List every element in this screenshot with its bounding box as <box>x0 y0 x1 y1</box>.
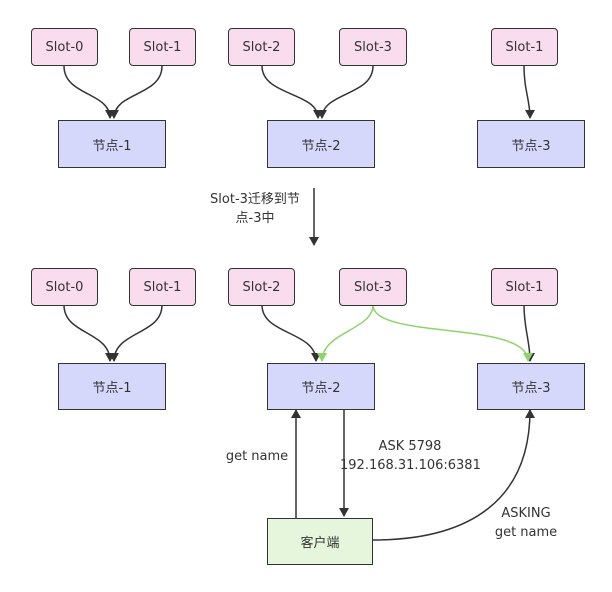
node-1-bottom: 节点-1 <box>58 363 166 410</box>
edge-top-slot2-node2 <box>261 65 323 119</box>
edge-bottom-slot2-node2 <box>261 304 321 362</box>
asking-label-line2: get name <box>494 525 558 540</box>
edge-top-slot1-node3 <box>523 65 535 119</box>
edge-green-slot3-node2 <box>317 304 374 362</box>
ask-label-line2: 192.168.31.106:6381 <box>340 458 481 473</box>
slot-2-top: Slot-2 <box>228 28 295 66</box>
node-3-top: 节点-3 <box>477 120 585 168</box>
migration-label: Slot-3迁移到节 点-3中 <box>200 190 310 228</box>
asking-label: ASKING get name <box>478 504 574 542</box>
slot-1b-bottom: Slot-1 <box>491 268 558 306</box>
edge-bottom-slot1-node1 <box>109 304 163 362</box>
client-box: 客户端 <box>267 518 373 565</box>
node-3-bottom: 节点-3 <box>477 363 585 410</box>
node-2-top: 节点-2 <box>267 120 375 168</box>
slot-3-top: Slot-3 <box>339 28 407 66</box>
node-2-bottom: 节点-2 <box>267 363 375 410</box>
edge-top-slot3-node2 <box>317 65 374 119</box>
slot-2-bottom: Slot-2 <box>228 268 295 306</box>
migration-label-line2: 点-3中 <box>235 211 275 226</box>
edge-client-to-node3 <box>372 409 535 541</box>
slot-0-bottom: Slot-0 <box>31 268 98 306</box>
migration-label-line1: Slot-3迁移到节 <box>210 192 300 207</box>
slot-0-top: Slot-0 <box>31 28 98 66</box>
slot-1b-top: Slot-1 <box>491 28 558 66</box>
asking-label-line1: ASKING <box>501 506 551 521</box>
get-name-label: get name <box>225 449 289 464</box>
slot-1-bottom: Slot-1 <box>129 268 196 306</box>
edge-top-slot0-node1 <box>63 65 115 119</box>
node-1-top: 节点-1 <box>58 120 166 168</box>
slot-3-bottom: Slot-3 <box>339 268 407 306</box>
edge-top-slot1-node1 <box>109 65 163 119</box>
edge-green-slot3-node3 <box>372 304 533 362</box>
slot-1-top: Slot-1 <box>129 28 196 66</box>
ask-label-line1: ASK 5798 <box>378 439 442 454</box>
ask-label: ASK 5798 192.168.31.106:6381 <box>340 437 481 475</box>
edge-bottom-slot0-node1 <box>63 304 115 362</box>
